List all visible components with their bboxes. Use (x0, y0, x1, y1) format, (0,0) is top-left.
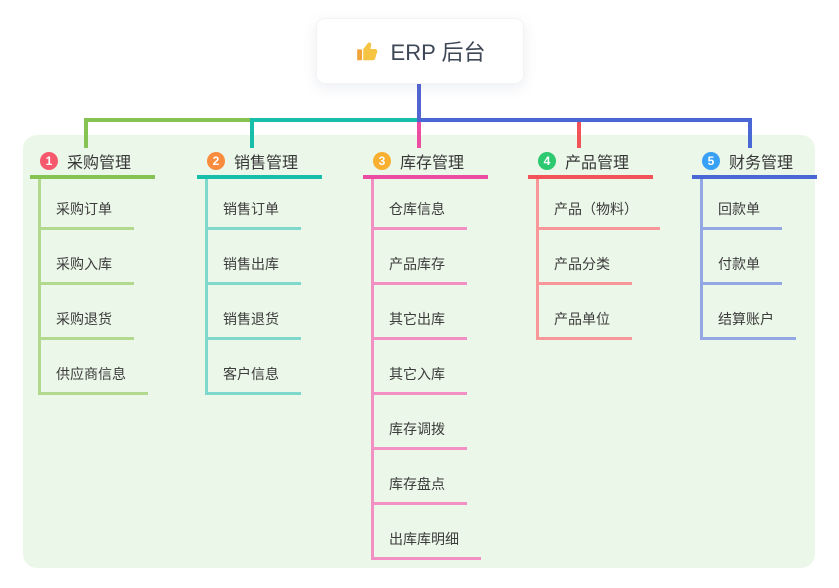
branch-item-node[interactable]: 客户信息 (205, 361, 301, 395)
branch-item-node[interactable]: 出库库明细 (371, 526, 481, 560)
branch-item-node[interactable]: 产品（物料） (536, 196, 660, 230)
branch-item-node[interactable]: 采购订单 (38, 196, 134, 230)
branch-topic-label: 财务管理 (729, 154, 794, 172)
branch-item-node[interactable]: 供应商信息 (38, 361, 148, 395)
branch-item-node[interactable]: 库存盘点 (371, 471, 467, 505)
bus-segment (417, 118, 752, 122)
branch-topic[interactable]: 3 库存管理 (363, 146, 488, 179)
branch-item-node[interactable]: 结算账户 (700, 306, 796, 340)
branch-number-badge: 4 (538, 151, 556, 170)
root-node[interactable]: ERP 后台 (316, 18, 524, 84)
branch-item-node[interactable]: 回款单 (700, 196, 782, 230)
sub-vertical-line (371, 179, 374, 560)
branch-item-node[interactable]: 其它出库 (371, 306, 467, 340)
branch-item-node[interactable]: 采购退货 (38, 306, 134, 340)
sub-vertical-line (536, 179, 539, 340)
sub-vertical-line (38, 179, 41, 395)
branch-number-badge: 2 (207, 151, 225, 170)
branch-drop-line (748, 120, 752, 148)
branch-drop-line (417, 120, 421, 148)
sub-vertical-line (205, 179, 208, 395)
branch-item-node[interactable]: 销售订单 (205, 196, 301, 230)
root-label: ERP 后台 (390, 40, 486, 65)
branch-item-node[interactable]: 仓库信息 (371, 196, 467, 230)
branch-drop-line (84, 120, 88, 148)
branch-topic[interactable]: 2 销售管理 (197, 146, 322, 179)
thumbs-up-icon (355, 38, 381, 64)
bus-segment (84, 118, 254, 122)
branch-item-node[interactable]: 库存调拨 (371, 416, 467, 450)
branch-topic[interactable]: 5 财务管理 (692, 146, 817, 179)
branch-topic[interactable]: 4 产品管理 (528, 146, 653, 179)
branch-item-node[interactable]: 产品库存 (371, 251, 467, 285)
branch-item-node[interactable]: 销售退货 (205, 306, 301, 340)
branch-number-badge: 5 (702, 151, 720, 170)
branch-item-node[interactable]: 其它入库 (371, 361, 467, 395)
branch-drop-line (577, 120, 581, 148)
bus-segment (250, 118, 421, 122)
root-connector-line (417, 82, 421, 122)
branch-item-node[interactable]: 付款单 (700, 251, 782, 285)
branch-topic-label: 库存管理 (400, 154, 465, 172)
branch-topic[interactable]: 1 采购管理 (30, 146, 155, 179)
branch-topic-label: 采购管理 (67, 154, 132, 172)
branch-topic-label: 销售管理 (234, 154, 299, 172)
branch-number-badge: 1 (40, 151, 58, 170)
branch-number-badge: 3 (373, 151, 391, 170)
branch-item-node[interactable]: 销售出库 (205, 251, 301, 285)
branch-item-node[interactable]: 产品单位 (536, 306, 632, 340)
branch-drop-line (250, 120, 254, 148)
branch-item-node[interactable]: 采购入库 (38, 251, 134, 285)
branches-panel (23, 135, 815, 568)
branch-topic-label: 产品管理 (565, 154, 630, 172)
sub-vertical-line (700, 179, 703, 340)
branch-item-node[interactable]: 产品分类 (536, 251, 632, 285)
